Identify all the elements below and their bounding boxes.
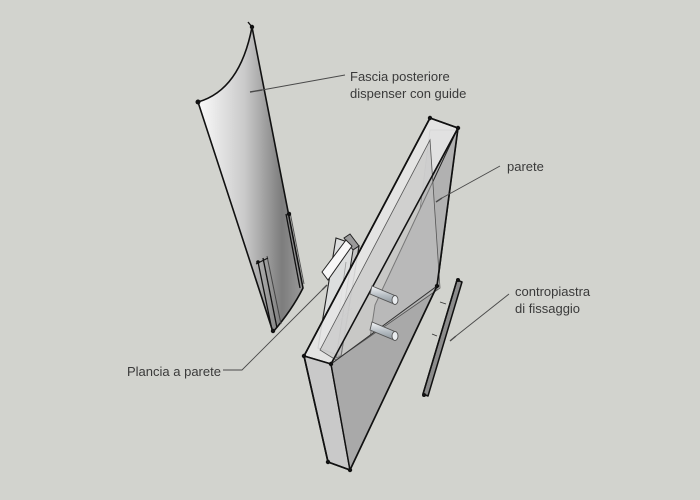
- label-fascia-line1: Fascia posteriore: [350, 69, 450, 84]
- contropiastra-part: [422, 278, 463, 397]
- label-fascia-posteriore: Fascia posteriore dispenser con guide: [350, 68, 466, 102]
- label-plancia-line1: Plancia a parete: [127, 364, 221, 379]
- leader-parete: [441, 165, 501, 199]
- label-parete: parete: [507, 158, 544, 175]
- label-plancia-a-parete: Plancia a parete: [127, 363, 221, 380]
- leader-fascia: [261, 74, 346, 91]
- leader-parete-arrow: [435, 197, 443, 203]
- leader-contropiastra: [455, 293, 510, 337]
- leader-contropiastra-arrow: [449, 335, 457, 342]
- label-contropiastra-line2: di fissaggio: [515, 301, 581, 316]
- leader-plancia-arrow: [321, 284, 328, 291]
- fascia-posteriore-part: [195, 21, 305, 334]
- leader-lines: [223, 74, 510, 371]
- parete-part: [301, 115, 461, 473]
- label-contropiastra: contropiastra di fissaggio: [515, 283, 590, 317]
- leader-fascia-arrow: [249, 89, 263, 93]
- label-parete-line1: parete: [507, 159, 544, 174]
- fixing-pins: [369, 285, 399, 341]
- leader-plancia: [223, 289, 323, 371]
- label-fascia-line2: dispenser con guide: [350, 86, 467, 101]
- label-contropiastra-line1: contropiastra: [515, 284, 591, 299]
